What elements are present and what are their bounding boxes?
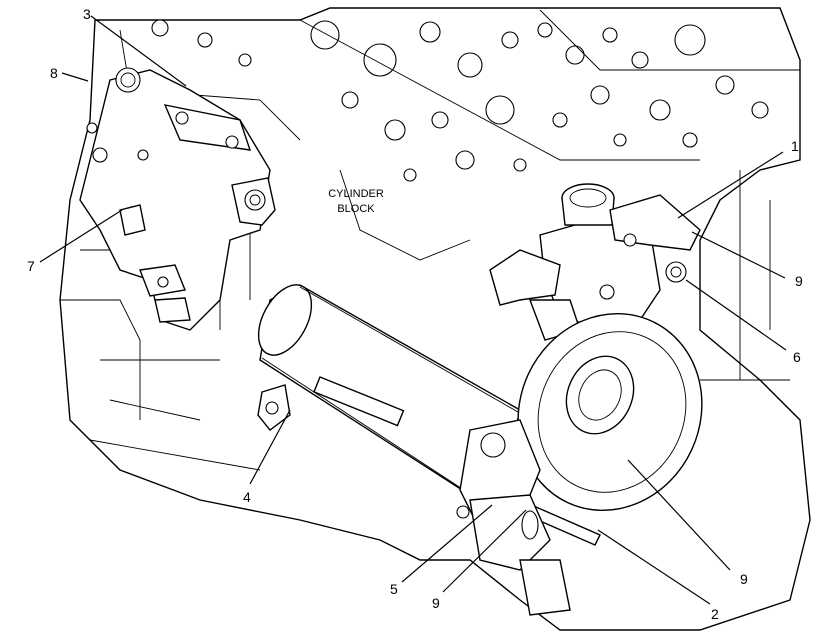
oil-cooler [257,284,521,496]
callout-8: 8 [50,65,58,81]
callout-4: 4 [243,489,251,505]
callout-9-lower-right: 9 [740,571,748,587]
callout-9-bottom: 9 [432,595,440,611]
leader-3 [90,15,187,87]
callout-5: 5 [390,581,398,597]
callout-1: 1 [791,138,799,154]
leader-7 [39,209,123,263]
callout-3: 3 [83,6,91,22]
leader-2 [597,529,711,605]
callout-9-right: 9 [795,273,803,289]
callout-numbers: 3 8 7 4 1 9 6 5 9 9 2 [27,6,803,622]
leader-9-right [691,231,786,279]
front-housing [79,67,276,331]
thermostat-housing [489,183,701,341]
block-label-line2: BLOCK [337,203,375,215]
leader-5 [401,504,493,583]
callout-2: 2 [711,606,719,622]
leader-8 [61,72,89,82]
leader-4 [249,409,291,485]
callout-6: 6 [793,349,801,365]
leader-lines [39,15,787,605]
leader-9-bottom [442,509,527,593]
block-label-line1: CYLINDER [328,188,384,200]
leader-1 [677,151,784,219]
leader-9-lower-right [627,459,731,571]
leader-6 [685,279,787,351]
callout-7: 7 [27,258,35,274]
pump-cover [456,313,703,616]
